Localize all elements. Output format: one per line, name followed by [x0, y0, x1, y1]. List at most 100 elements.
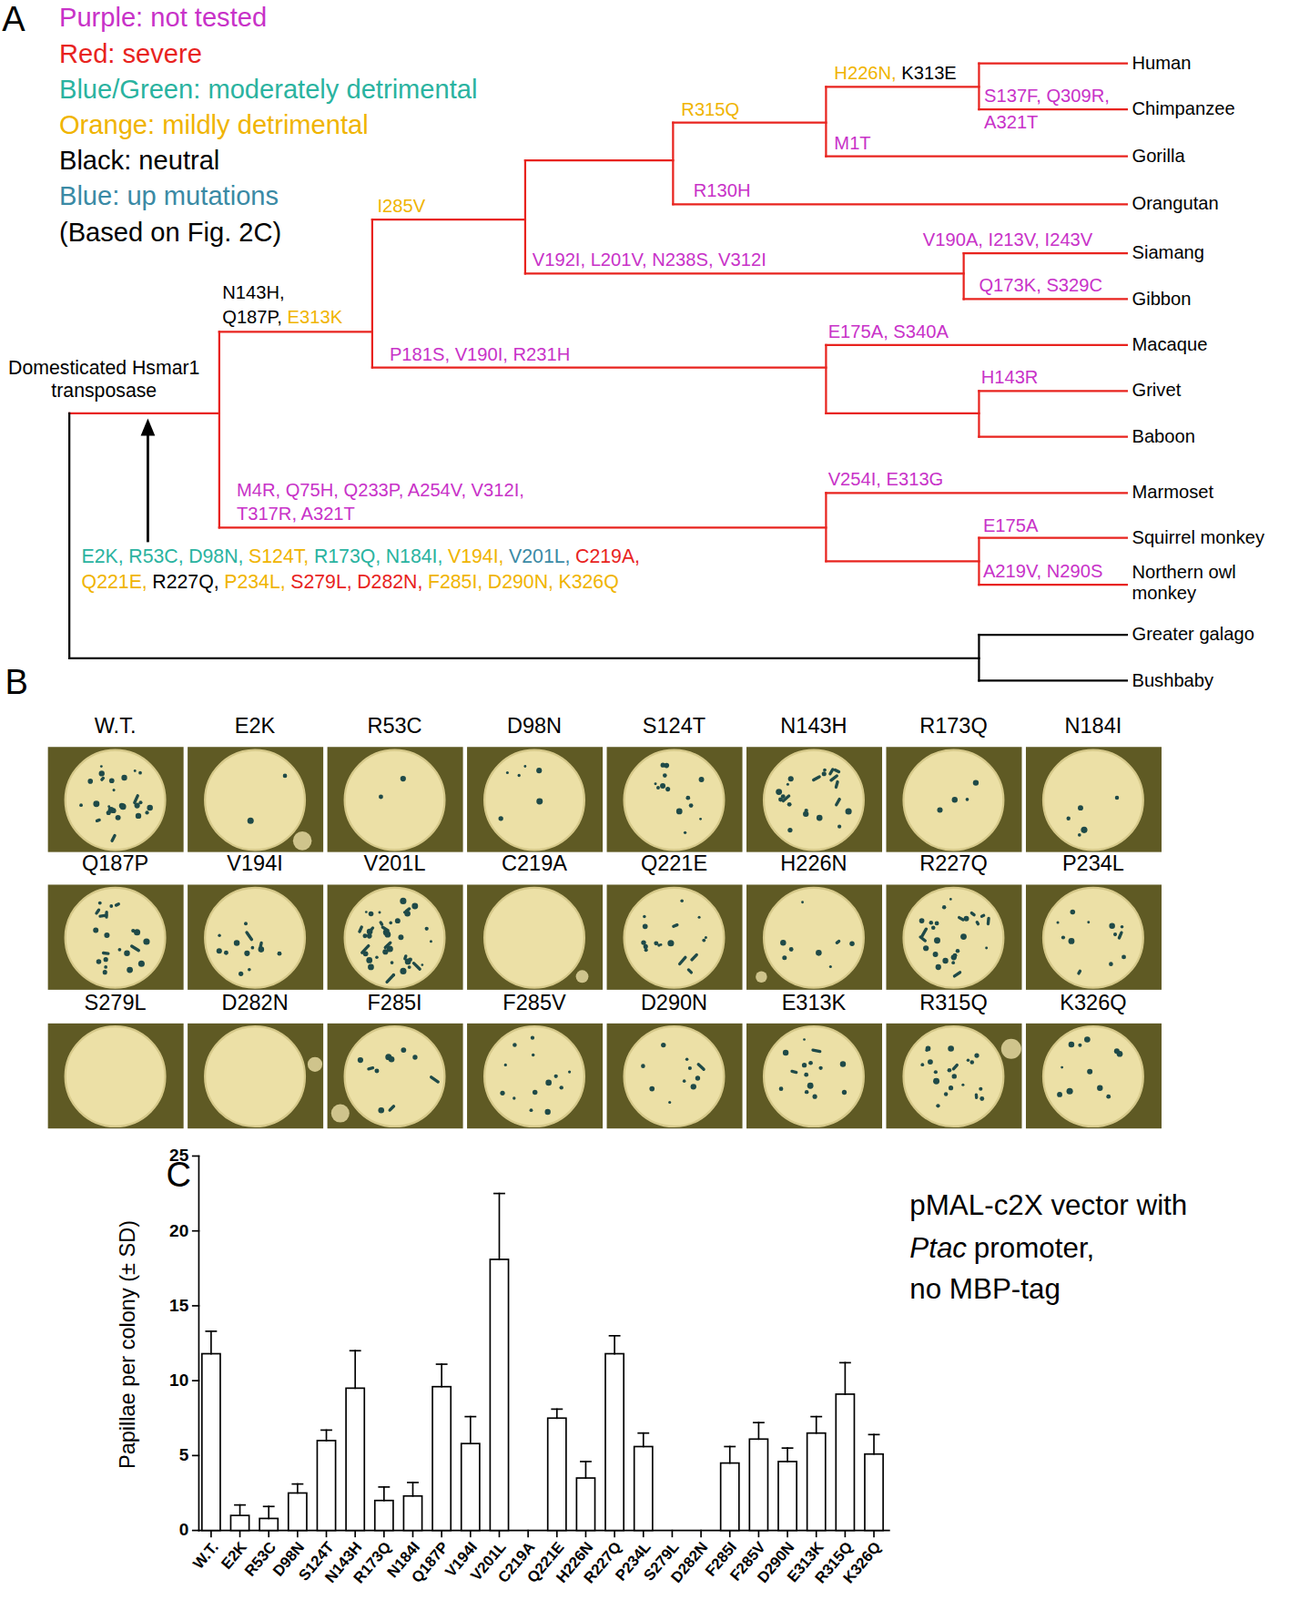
papilla — [399, 897, 406, 904]
papilla — [247, 817, 254, 824]
plate-photo — [466, 1023, 603, 1128]
tile-label: K326Q — [1059, 990, 1127, 1015]
panel-letter: B — [5, 662, 29, 703]
papilla — [704, 935, 708, 939]
tree-branch — [524, 160, 527, 274]
papilla-streak — [680, 956, 686, 964]
plate-photo — [48, 746, 184, 852]
papilla — [378, 794, 384, 800]
papilla — [1114, 1047, 1120, 1054]
tick-label: 10 — [169, 1370, 189, 1391]
papilla-streak — [830, 769, 833, 774]
category-label: R53C — [241, 1538, 280, 1580]
papilla — [1108, 961, 1114, 966]
papilla — [377, 1106, 385, 1114]
papilla — [420, 963, 424, 966]
x-tick — [786, 1530, 789, 1537]
error-cap — [350, 1349, 361, 1351]
papilla — [388, 1055, 396, 1063]
colony — [345, 887, 446, 988]
tile-label: R227Q — [919, 851, 988, 876]
x-tick — [498, 1530, 501, 1537]
papilla-streak — [959, 917, 964, 920]
legend-entry: Blue/Green: moderately detrimental — [59, 74, 478, 105]
taxon-label: Siamang — [1131, 242, 1205, 264]
bar — [864, 1453, 884, 1531]
papilla — [512, 1096, 516, 1099]
papilla — [425, 926, 429, 931]
papilla — [1086, 920, 1090, 924]
taxon-label: Gorilla — [1131, 145, 1185, 167]
papilla — [365, 956, 373, 964]
x-tick — [815, 1530, 818, 1537]
mutation-label: A321T — [984, 111, 1038, 133]
tile-label: S279L — [84, 990, 147, 1015]
papilla — [970, 1059, 975, 1065]
papilla — [142, 937, 150, 944]
papilla — [399, 967, 406, 975]
error-cap — [494, 1192, 505, 1195]
papilla — [701, 938, 706, 943]
tree-branch — [68, 413, 71, 659]
legend-entry: Black: neutral — [59, 145, 220, 176]
papilla — [395, 917, 401, 924]
tile-label: R315Q — [919, 990, 988, 1015]
papilla — [699, 817, 702, 821]
papilla-streak — [260, 942, 262, 947]
papilla — [1080, 826, 1087, 833]
papilla — [965, 797, 970, 802]
tick-label: 25 — [169, 1145, 189, 1166]
papilla — [688, 1065, 692, 1070]
papilla-streak — [782, 795, 789, 801]
tile-label: R53C — [366, 713, 422, 739]
mutation-label: F285I, — [427, 570, 483, 593]
papilla — [243, 950, 250, 956]
tree-branch — [978, 436, 1127, 438]
papilla — [979, 1096, 985, 1101]
bar — [605, 1353, 624, 1531]
papilla — [529, 1107, 534, 1112]
tile-label: R173Q — [919, 713, 988, 739]
x-tick — [296, 1530, 299, 1537]
colony — [763, 1025, 864, 1127]
papilla — [1108, 923, 1115, 929]
papilla — [816, 814, 823, 822]
papilla — [103, 964, 108, 969]
legend-entry: Red: severe — [59, 39, 203, 70]
papilla-streak — [368, 1067, 374, 1069]
tile-label: V201L — [364, 851, 427, 876]
error-bar — [325, 1429, 328, 1441]
papilla-streak — [246, 932, 252, 940]
papilla — [951, 960, 955, 965]
papilla — [640, 1063, 646, 1068]
y-tick — [192, 1229, 200, 1232]
papilla — [365, 910, 368, 914]
error-cap — [436, 1362, 447, 1365]
papilla — [1120, 924, 1125, 929]
mutation-label: M4R, Q75H, Q233P, A254V, V312I, — [236, 479, 525, 501]
papilla — [138, 771, 143, 775]
mutation-label: I285V — [376, 195, 426, 217]
mutation-label: S279L, — [290, 570, 352, 593]
tree-branch — [672, 202, 1127, 205]
papilla — [964, 915, 970, 922]
plate-photo — [886, 1023, 1023, 1128]
error-cap — [234, 1503, 245, 1506]
papilla — [935, 964, 942, 970]
mutation-label: Q173K, S329C — [978, 274, 1103, 296]
papilla — [689, 802, 694, 808]
papilla — [144, 810, 149, 814]
x-tick — [758, 1530, 761, 1537]
y-tick — [192, 1379, 200, 1381]
colony — [624, 1025, 725, 1127]
papilla — [966, 1058, 971, 1063]
papilla — [1077, 804, 1084, 811]
taxon-label: Macaque — [1131, 334, 1208, 356]
tree-branch — [978, 389, 1127, 392]
mutation-label: S137F, Q309R, — [984, 85, 1110, 107]
papilla — [973, 779, 979, 785]
papilla — [375, 954, 379, 959]
papilla — [216, 947, 223, 954]
papilla — [404, 910, 411, 917]
papilla — [931, 924, 936, 930]
